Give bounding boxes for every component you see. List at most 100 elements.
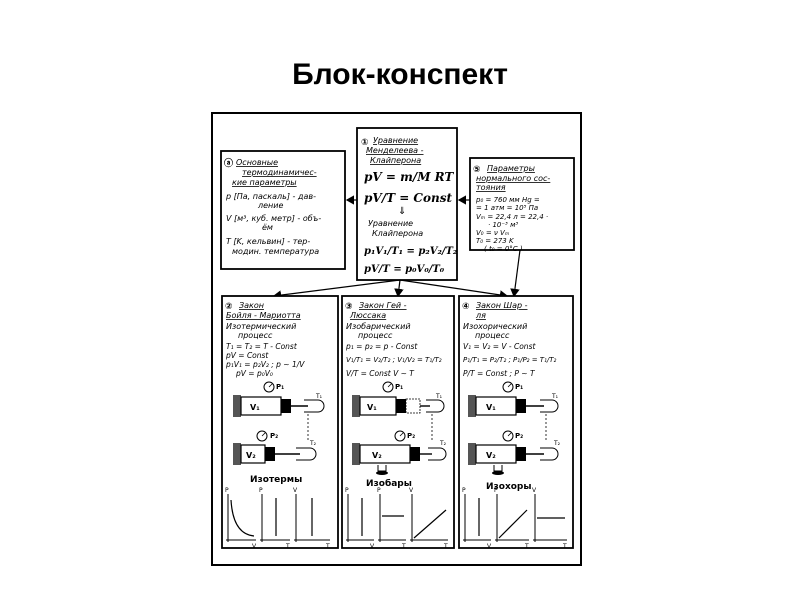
box2-line-2: pV = Const xyxy=(225,351,269,360)
box5-heading-1: Параметры xyxy=(487,164,535,173)
box1-equation-4: pV/T = p₀V₀/T₀ xyxy=(364,264,445,275)
box4-t1-label: T₁ xyxy=(551,393,559,400)
box4-p1-label: P₁ xyxy=(515,383,523,391)
box2-axis-t: T xyxy=(285,543,290,550)
box-basic-parameters: ⓐ Основные термодинамичес- кие параметры… xyxy=(220,150,346,270)
boxa-line-5: T [K, кельвин] - тер- xyxy=(226,237,310,246)
box4-number: ④ xyxy=(462,302,470,312)
box3-axis-t: T xyxy=(401,543,406,550)
box1-number: ① xyxy=(361,138,369,148)
box4-sub-2: процесс xyxy=(475,331,510,340)
arrow-box5-to-box4 xyxy=(510,249,521,298)
box1-sub-2: Клайперона xyxy=(372,229,423,238)
box4-axis-t: T xyxy=(524,543,529,550)
box3-axis-p: P xyxy=(345,487,349,494)
box5-number: ⑤ xyxy=(473,165,481,175)
manometer-icon xyxy=(502,381,514,393)
box3-line-1: p₁ = p₂ = p - Const xyxy=(345,342,418,351)
manometer-icon xyxy=(382,381,394,393)
box4-axis-p: P xyxy=(462,487,466,494)
box-mendeleev-clapeyron: ① Уравнение Менделеева - Клайперона pV =… xyxy=(356,127,458,281)
arrow-to-box3 xyxy=(394,279,404,298)
box4-p2-label: P₂ xyxy=(515,432,523,440)
box4-caption: Изохоры xyxy=(486,482,532,492)
box4-axis-t-2: T xyxy=(562,543,567,550)
box2-line-4: pV = p₀V₀ xyxy=(235,369,273,378)
box1-sub-1: Уравнение xyxy=(368,219,413,228)
box2-heading-1: Закон xyxy=(239,301,264,310)
box4-v2-label: V₂ xyxy=(486,451,496,460)
box1-heading-1: Уравнение xyxy=(373,136,418,145)
box2-t1-label: T₁ xyxy=(315,393,323,400)
manometer-icon xyxy=(263,381,275,393)
isochore-pt-line xyxy=(498,509,528,539)
box2-axis-p: P xyxy=(225,487,229,494)
box2-caption: Изотермы xyxy=(250,475,302,485)
box3-v1-label: V₁ xyxy=(367,403,377,412)
box1-heading-3: Клайперона xyxy=(370,156,421,165)
box2-sub-2: процесс xyxy=(238,331,273,340)
box2-v1-label: V₁ xyxy=(250,403,260,412)
connectors xyxy=(272,195,521,300)
box2-heading-2: Бойля - Мариотта xyxy=(226,311,301,320)
box3-sub-2: процесс xyxy=(358,331,393,340)
boxa-line-3: V [м³, куб. метр] - объ- xyxy=(226,214,321,223)
box2-t2-label: T₂ xyxy=(309,440,317,447)
page-title: Блок-конспект xyxy=(292,58,508,91)
box3-axis-t-2: T xyxy=(443,543,448,550)
box2-axis-t-2: T xyxy=(325,543,330,550)
box3-axis-v-2: V xyxy=(409,487,414,494)
box5-heading-3: тояния xyxy=(476,183,506,192)
boxa-heading-2: термодинамичес- xyxy=(242,168,317,177)
box3-heading-1: Закон Гей - xyxy=(359,301,407,310)
box5-line-2: = 1 атм = 10⁵ Па xyxy=(476,204,538,212)
box1-heading-2: Менделеева - xyxy=(366,146,424,155)
box2-p1-label: P₁ xyxy=(276,383,284,391)
boxa-line-1: p [Па, паскаль] - дав- xyxy=(225,192,316,201)
box2-axis-v: V xyxy=(252,543,257,550)
box1-arrow: ⇓ xyxy=(398,206,406,217)
box5-line-6: T₀ = 273 K xyxy=(476,237,515,245)
box3-axis-p-2: P xyxy=(377,487,381,494)
box4-line-1: V₁ = V₂ = V - Const xyxy=(463,342,536,351)
box4-heading-1: Закон Шар - xyxy=(476,301,528,310)
box4-line-2: P₁/T₁ = P₂/T₂ ; P₁/P₂ = T₁/T₂ xyxy=(463,356,557,364)
isotherm-curve xyxy=(230,499,255,537)
box-charles: ④ Закон Шар - ля Изохорический процесс V… xyxy=(458,295,574,550)
box4-line-3: P/T = Const ; P ~ T xyxy=(463,369,536,378)
box2-axis-v-2: V xyxy=(293,487,298,494)
arrow-to-box4 xyxy=(399,279,509,300)
box3-p1-label: P₁ xyxy=(395,383,403,391)
box-gay-lussac: ③ Закон Гей - Люссака Изобарический проц… xyxy=(341,295,455,550)
box2-line-1: T₁ = T₂ = T - Const xyxy=(226,342,298,351)
box3-v2-label: V₂ xyxy=(372,451,382,460)
boxa-heading-3: кие параметры xyxy=(232,178,297,187)
box5-line-3: Vₘ = 22,4 л = 22,4 · xyxy=(476,213,548,221)
box4-t2-label: T₂ xyxy=(553,440,561,447)
cylinder-wall-icon xyxy=(233,395,241,417)
box4-v1-label: V₁ xyxy=(486,403,496,412)
box3-t2-label: T₂ xyxy=(439,440,447,447)
box3-t1-label: T₁ xyxy=(435,393,443,400)
box3-heading-2: Люссака xyxy=(349,311,386,320)
box1-equation-3: p₁V₁/T₁ = p₂V₂/T₂ xyxy=(364,246,458,257)
box3-p2-label: P₂ xyxy=(407,432,415,440)
box3-line-2: V₁/T₁ = V₂/T₂ ; V₁/V₂ = T₁/T₂ xyxy=(346,356,442,364)
box4-sub-1: Изохорический xyxy=(463,322,527,331)
box5-line-5: V₀ = ν Vₘ xyxy=(476,229,510,237)
box4-heading-2: ля xyxy=(475,311,486,320)
box-normal-state: ⑤ Параметры нормального сос- тояния p₀ =… xyxy=(469,157,575,253)
boxa-heading-1: Основные xyxy=(236,158,278,167)
box3-number: ③ xyxy=(345,302,353,312)
conspect-sheet xyxy=(211,112,582,566)
box2-number: ② xyxy=(225,302,233,312)
box5-line-1: p₀ = 760 мм Hg = xyxy=(475,196,540,204)
box4-axis-v-2: V xyxy=(532,487,537,494)
arrow-to-box2 xyxy=(272,279,401,300)
box3-axis-v: V xyxy=(370,543,375,550)
box-boyle-mariotte: ② Закон Бойля - Мариотта Изотермический … xyxy=(221,295,339,550)
box1-equation-2: pV/T = Const xyxy=(364,191,452,205)
box5-line-7: ( t₀ = 0°C ) xyxy=(484,245,523,253)
box2-v2-label: V₂ xyxy=(246,451,256,460)
